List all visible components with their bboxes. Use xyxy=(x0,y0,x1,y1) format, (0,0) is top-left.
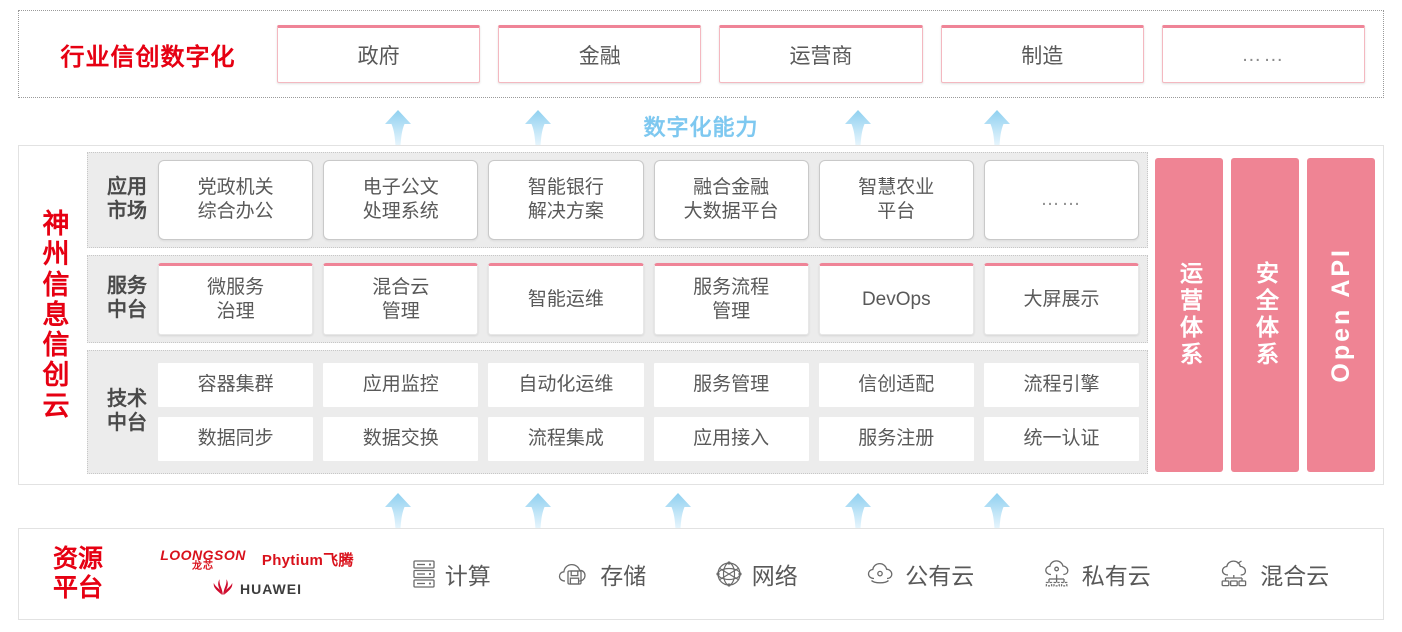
resource-item-storage[interactable]: 存储 xyxy=(558,557,646,591)
svc-cell-devops[interactable]: DevOps xyxy=(818,263,974,335)
vendor-row-top: LOONGSON 龙芯 Phytium飞腾 xyxy=(160,548,354,572)
tech-cell-data-sync[interactable]: 数据同步 xyxy=(158,417,314,461)
network-mesh-icon xyxy=(714,559,744,589)
up-arrow-icon xyxy=(977,108,1017,148)
layer-service-platform: 服务中台 微服务治理 混合云管理 智能运维 服务流程管理 DevOps 大屏展示 xyxy=(87,255,1148,343)
up-arrow-icon xyxy=(658,491,698,531)
resource-item-label-network: 网络 xyxy=(751,563,798,589)
app-cell-finance-bigdata[interactable]: 融合金融大数据平台 xyxy=(653,160,809,240)
pillar-label-open-api: Open API xyxy=(1326,247,1355,383)
cloud-pillar-list: 运营体系 安全体系 Open API xyxy=(1155,152,1375,478)
huawei-flower-icon xyxy=(212,578,234,601)
up-arrow-icon xyxy=(838,108,878,148)
cloud-layer-list: 应用市场 党政机关综合办公 电子公文处理系统 智能银行解决方案 融合金融大数据平… xyxy=(87,152,1148,478)
app-cell-e-document[interactable]: 电子公文处理系统 xyxy=(323,160,479,240)
tech-cell-app-monitoring[interactable]: 应用监控 xyxy=(323,363,479,407)
tech-cell-process-engine[interactable]: 流程引擎 xyxy=(983,363,1140,407)
public-cloud-icon xyxy=(865,561,897,587)
resource-item-list: 计算 存储 xyxy=(377,557,1383,591)
loongson-logo-en: LOONGSON xyxy=(160,546,246,563)
app-cell-smart-bank[interactable]: 智能银行解决方案 xyxy=(488,160,644,240)
huawei-logo-text: HUAWEI xyxy=(240,581,302,597)
tech-cell-app-access[interactable]: 应用接入 xyxy=(653,417,809,461)
up-arrow-icon xyxy=(378,491,418,531)
loongson-logo: LOONGSON 龙芯 xyxy=(160,548,246,572)
layer-app-market: 应用市场 党政机关综合办公 电子公文处理系统 智能银行解决方案 融合金融大数据平… xyxy=(87,152,1148,248)
resource-panel-title: 资源平台 xyxy=(52,545,103,602)
tech-cell-unified-auth[interactable]: 统一认证 xyxy=(983,417,1140,461)
hybrid-cloud-icon xyxy=(1218,560,1252,588)
industry-card-more[interactable]: …… xyxy=(1161,25,1366,83)
svc-cell-service-process-management[interactable]: 服务流程管理 xyxy=(653,263,809,335)
layer-label-tech-platform: 技术中台 xyxy=(107,388,147,434)
industry-card-finance[interactable]: 金融 xyxy=(498,25,702,83)
svc-cell-hybrid-cloud-management[interactable]: 混合云管理 xyxy=(323,263,479,335)
app-cell-more[interactable]: …… xyxy=(983,160,1140,240)
up-arrow-icon xyxy=(977,491,1017,531)
industry-card-telecom[interactable]: 运营商 xyxy=(719,25,923,83)
tech-cell-service-registry[interactable]: 服务注册 xyxy=(818,417,974,461)
layer-label-service-platform: 服务中台 xyxy=(107,275,147,321)
industry-band: 行业信创数字化 政府 金融 运营商 制造 …… xyxy=(18,10,1384,98)
resource-item-label-hybrid-cloud: 混合云 xyxy=(1260,563,1330,589)
tech-row-1: 容器集群 应用监控 自动化运维 服务管理 信创适配 流程引擎 xyxy=(158,363,1140,407)
loongson-logo-cn: 龙芯 xyxy=(192,560,215,572)
svc-cell-aiops[interactable]: 智能运维 xyxy=(488,263,644,335)
huawei-logo: HUAWEI xyxy=(212,578,302,601)
up-arrow-icon xyxy=(518,108,558,148)
server-rack-icon xyxy=(411,559,437,589)
pillar-label-security-system: 安全体系 xyxy=(1252,261,1279,369)
service-platform-cells: 微服务治理 混合云管理 智能运维 服务流程管理 DevOps 大屏展示 xyxy=(158,262,1140,336)
cloud-panel-body: 应用市场 党政机关综合办公 电子公文处理系统 智能银行解决方案 融合金融大数据平… xyxy=(87,146,1383,484)
resource-panel: 资源平台 LOONGSON 龙芯 Phytium飞腾 xyxy=(18,528,1384,620)
industry-card-government[interactable]: 政府 xyxy=(277,25,481,83)
cloud-storage-icon xyxy=(558,560,592,588)
svc-cell-big-screen-display[interactable]: 大屏展示 xyxy=(983,263,1140,335)
tech-cell-container-cluster[interactable]: 容器集群 xyxy=(158,363,314,407)
app-cell-government-office[interactable]: 党政机关综合办公 xyxy=(158,160,314,240)
private-cloud-icon xyxy=(1042,560,1074,588)
app-cell-smart-agriculture[interactable]: 智慧农业平台 xyxy=(818,160,974,240)
pillar-security-system[interactable]: 安全体系 xyxy=(1231,158,1299,472)
capability-label: 数字化能力 xyxy=(643,115,759,140)
up-arrow-icon xyxy=(378,108,418,148)
tech-cell-automation-ops[interactable]: 自动化运维 xyxy=(488,363,644,407)
resource-item-label-private-cloud: 私有云 xyxy=(1081,563,1151,589)
resource-item-label-storage: 存储 xyxy=(600,563,647,589)
tech-cell-xinchuang-adaptation[interactable]: 信创适配 xyxy=(818,363,974,407)
tech-platform-grid: 容器集群 应用监控 自动化运维 服务管理 信创适配 流程引擎 数据同步 数据交换… xyxy=(158,357,1140,467)
layer-label-app-market: 应用市场 xyxy=(107,176,147,222)
tech-row-2: 数据同步 数据交换 流程集成 应用接入 服务注册 统一认证 xyxy=(158,417,1140,461)
resource-item-public-cloud[interactable]: 公有云 xyxy=(865,557,974,591)
cloud-panel: 神州信息信创云 应用市场 党政机关综合办公 电子公文处理系统 智能银行解决方案 … xyxy=(18,145,1384,485)
resource-item-compute[interactable]: 计算 xyxy=(411,557,491,591)
pillar-open-api[interactable]: Open API xyxy=(1307,158,1375,472)
resource-item-private-cloud[interactable]: 私有云 xyxy=(1042,557,1151,591)
up-arrow-icon xyxy=(838,491,878,531)
up-arrow-icon xyxy=(518,491,558,531)
tech-cell-process-integration[interactable]: 流程集成 xyxy=(488,417,644,461)
resource-item-network[interactable]: 网络 xyxy=(714,557,798,591)
industry-card-manufacturing[interactable]: 制造 xyxy=(940,25,1144,83)
resource-arrow-strip xyxy=(0,487,1402,531)
resource-item-label-public-cloud: 公有云 xyxy=(905,563,975,589)
resource-item-hybrid-cloud[interactable]: 混合云 xyxy=(1218,557,1329,591)
vendor-logo-group: LOONGSON 龙芯 Phytium飞腾 xyxy=(137,548,377,601)
resource-item-label-compute: 计算 xyxy=(444,563,491,589)
tech-cell-service-management[interactable]: 服务管理 xyxy=(653,363,809,407)
vendor-row-bottom: HUAWEI xyxy=(212,578,302,601)
layer-tech-platform: 技术中台 容器集群 应用监控 自动化运维 服务管理 信创适配 流程引擎 数据同步 xyxy=(87,350,1148,474)
capability-arrow-strip: 数字化能力 xyxy=(0,104,1402,148)
industry-band-title: 行业信创数字化 xyxy=(60,43,236,71)
pillar-label-operation-system: 运营体系 xyxy=(1176,261,1203,369)
svc-cell-microservice-governance[interactable]: 微服务治理 xyxy=(158,263,314,335)
phytium-logo: Phytium飞腾 xyxy=(261,552,354,569)
pillar-operation-system[interactable]: 运营体系 xyxy=(1155,158,1223,472)
tech-cell-data-exchange[interactable]: 数据交换 xyxy=(323,417,479,461)
app-market-cells: 党政机关综合办公 电子公文处理系统 智能银行解决方案 融合金融大数据平台 智慧农… xyxy=(158,159,1140,241)
cloud-panel-title: 神州信息信创云 xyxy=(42,209,70,421)
industry-card-list: 政府 金融 运营商 制造 …… xyxy=(277,25,1383,83)
